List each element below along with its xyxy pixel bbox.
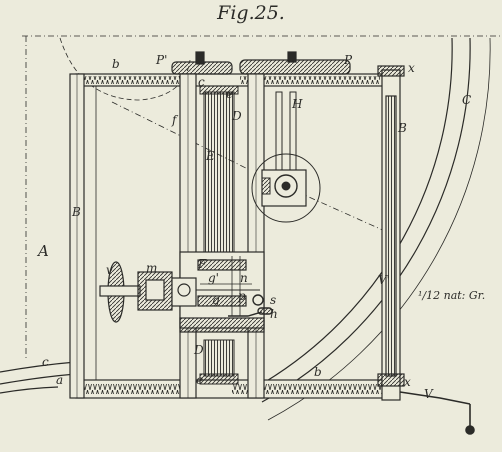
labels: b P' P x c e H D f B C E B A F v m g' n … — [36, 53, 471, 401]
label-d-top: D — [231, 109, 242, 123]
label-c-top: c — [198, 75, 205, 89]
figure-title: Fig.25. — [217, 2, 285, 24]
left-column — [69, 73, 85, 399]
label-d-bottom: D — [193, 343, 204, 357]
label-b-left: B — [71, 205, 81, 219]
label-c-left: c — [42, 355, 49, 369]
label-x-bottom: x — [404, 375, 411, 389]
label-n: n — [240, 271, 248, 285]
label-h-small: h — [270, 307, 278, 321]
right-column — [377, 65, 405, 401]
label-b-top: b — [112, 57, 120, 71]
label-g: g — [212, 293, 220, 307]
label-c: C — [462, 93, 471, 107]
label-h: H — [291, 97, 303, 111]
label-v-big: V — [424, 387, 434, 401]
pulley-p — [239, 51, 351, 75]
spindle-e — [199, 85, 239, 385]
label-p-prime: P' — [155, 53, 167, 67]
label-g-prime: g' — [208, 271, 219, 285]
label-a: a — [56, 373, 63, 387]
label-e-bottom: e — [196, 373, 203, 387]
label-f-big: F — [197, 257, 207, 271]
label-e-top: e — [226, 87, 233, 101]
label-v: v — [106, 263, 113, 277]
label-e: E — [205, 149, 215, 163]
label-s: s — [270, 293, 276, 307]
label-b-bottom: b — [314, 365, 322, 379]
label-p-small: p — [238, 289, 246, 303]
curved-rail-left — [0, 361, 77, 394]
label-a-big: A — [36, 242, 49, 260]
feed-mechanism — [99, 261, 260, 323]
top-beam — [75, 73, 397, 87]
dashed-arc — [59, 37, 191, 101]
pulley-wheel — [251, 153, 321, 223]
label-v-prime: V' — [378, 273, 390, 287]
label-m: m — [146, 261, 157, 275]
scale-note: ¹/12 nat: Gr. — [418, 289, 486, 302]
crank-handle — [399, 391, 475, 435]
label-b-right: B — [397, 121, 407, 135]
label-f: f — [171, 113, 179, 127]
lever-h — [228, 294, 273, 317]
label-x-top: x — [408, 61, 415, 75]
label-p: P — [343, 53, 353, 67]
pulley-p-prime — [171, 51, 233, 75]
